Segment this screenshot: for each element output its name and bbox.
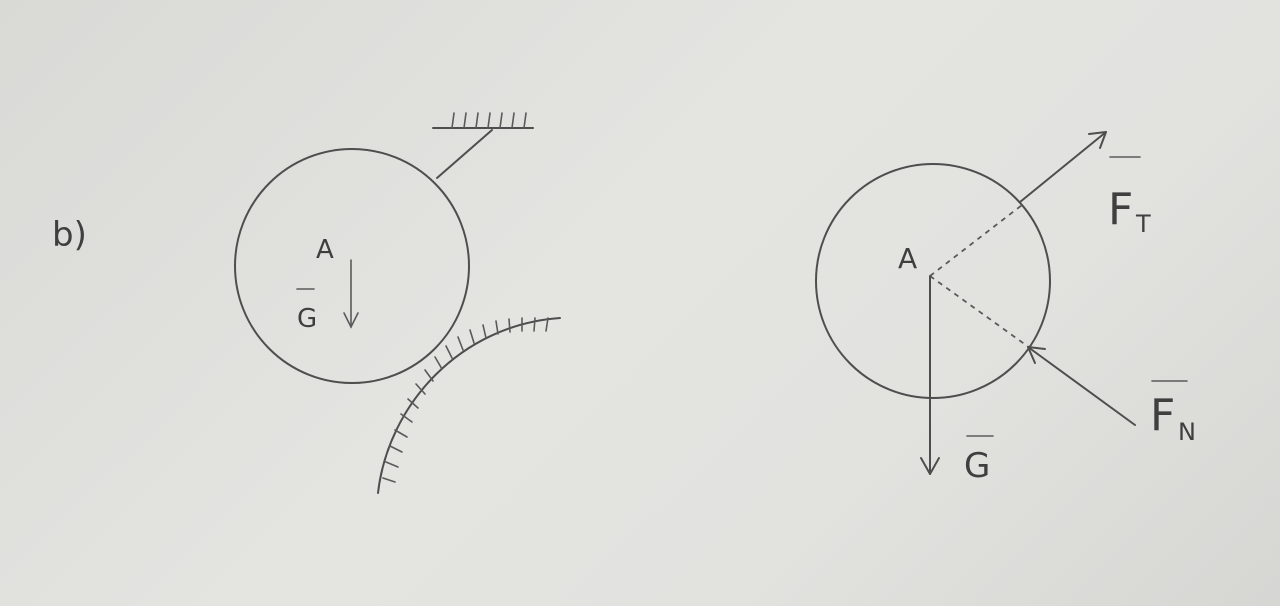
left-center-label: A	[316, 235, 334, 265]
tension-label: F	[1108, 184, 1133, 235]
tension-force-arrow	[1019, 131, 1107, 203]
ceiling-support	[432, 112, 534, 129]
left-ball	[234, 148, 470, 384]
weight-force-arrow	[920, 275, 940, 475]
normal-label: F	[1150, 390, 1175, 441]
normal-force-arrow	[1027, 346, 1136, 426]
part-label: b)	[52, 215, 87, 255]
left-weight-label: G	[297, 304, 317, 334]
left-figure: A G	[234, 112, 561, 494]
right-figure: A F T F N G	[815, 131, 1196, 486]
curved-surface	[377, 317, 561, 494]
left-weight-arrow	[343, 259, 359, 329]
normal-line-of-action	[929, 275, 1031, 349]
right-weight-label: G	[964, 446, 990, 486]
tension-line-of-action	[929, 204, 1023, 277]
tension-subscript: T	[1135, 210, 1151, 238]
rope	[436, 129, 493, 179]
right-center-label: A	[898, 242, 917, 275]
right-ball	[815, 163, 1051, 399]
normal-subscript: N	[1178, 418, 1196, 446]
